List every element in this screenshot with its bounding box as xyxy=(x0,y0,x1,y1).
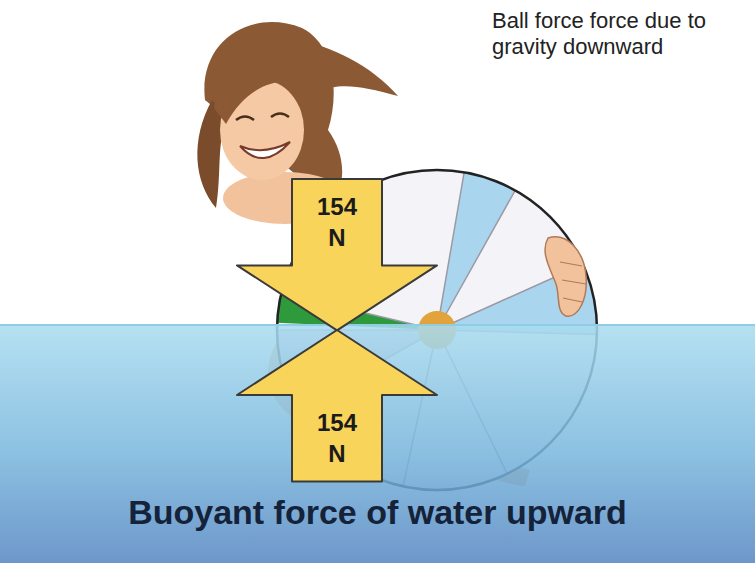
arrow-outline xyxy=(237,330,437,481)
force-arrow: 154 N xyxy=(237,330,437,481)
force-label: Ball force force due to gravity downward xyxy=(492,8,732,61)
arrow-outline xyxy=(237,179,437,330)
force-value: 154 N xyxy=(312,407,362,469)
force-value: 154 N xyxy=(312,191,362,253)
force-label: Buoyant force of water upward xyxy=(128,492,627,533)
force-arrow: 154 N xyxy=(237,179,437,330)
